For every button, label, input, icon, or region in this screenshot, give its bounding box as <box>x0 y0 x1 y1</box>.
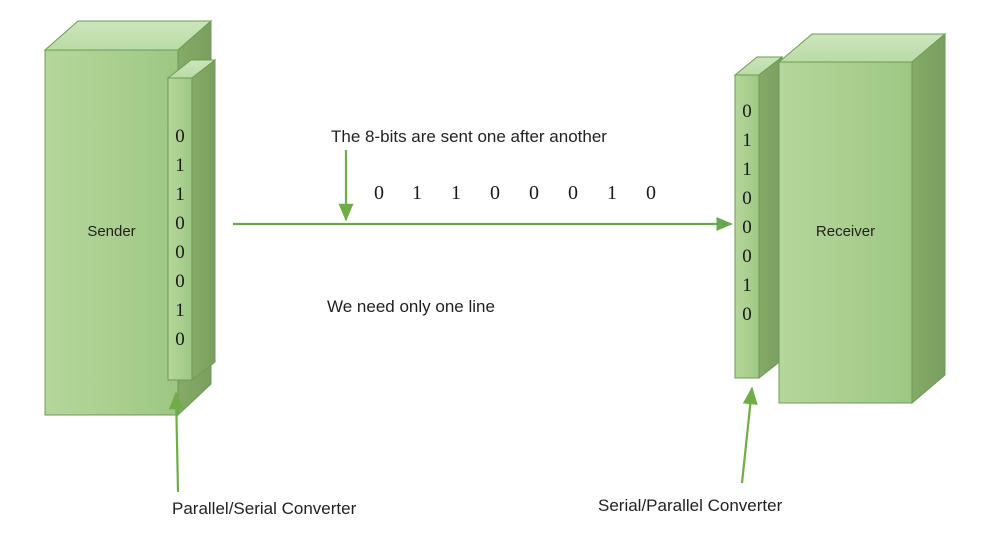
receiver-label: Receiver <box>815 223 876 240</box>
stream-bit: 0 <box>529 182 539 204</box>
serial-parallel-converter-label: Serial/Parallel Converter <box>598 496 783 515</box>
sender-converter-box[interactable] <box>166 58 217 382</box>
receiver-converter-box[interactable] <box>733 55 784 380</box>
sender-bit: 1 <box>175 184 185 205</box>
serial-parallel-converter-arrow <box>740 386 758 484</box>
receiver-bit: 1 <box>742 159 752 180</box>
receiver-bit: 0 <box>742 188 752 209</box>
sender-bit: 0 <box>175 271 185 292</box>
sender-bit: 0 <box>175 329 185 350</box>
receiver-bit: 0 <box>742 304 752 325</box>
stream-bit: 1 <box>412 182 422 204</box>
sender-label: Sender <box>87 223 136 240</box>
parallel-serial-converter-arrow <box>168 391 184 493</box>
stream-bit: 0 <box>490 182 500 204</box>
receiver-bit: 0 <box>742 246 752 267</box>
receiver-bit: 1 <box>742 130 752 151</box>
stream-bit: 1 <box>451 182 461 204</box>
receiver-box[interactable] <box>777 32 947 405</box>
receiver-converter-front-face <box>734 74 760 379</box>
sender-converter-front-face <box>167 77 193 381</box>
stream-bit: 0 <box>568 182 578 204</box>
sender-bit: 0 <box>175 242 185 263</box>
receiver-bit: 0 <box>742 101 752 122</box>
parallel-serial-converter-label: Parallel/Serial Converter <box>172 499 357 518</box>
sender-bit: 1 <box>175 300 185 321</box>
top-caption: The 8-bits are sent one after another <box>331 127 607 146</box>
stream-bit: 0 <box>374 182 384 204</box>
receiver-bit: 1 <box>742 275 752 296</box>
receiver-box-front-face <box>778 61 913 404</box>
sender-bit: 0 <box>175 126 185 147</box>
stream-bit: 1 <box>607 182 617 204</box>
receiver-box-side-face <box>911 32 946 405</box>
sender-bit: 0 <box>175 213 185 234</box>
stream-bit: 0 <box>646 182 656 204</box>
bottom-caption: We need only one line <box>327 297 495 316</box>
sender-bit: 1 <box>175 155 185 176</box>
sender-converter-side-face <box>191 58 216 382</box>
receiver-bit: 0 <box>742 217 752 238</box>
sender-box-front-face <box>44 49 179 416</box>
